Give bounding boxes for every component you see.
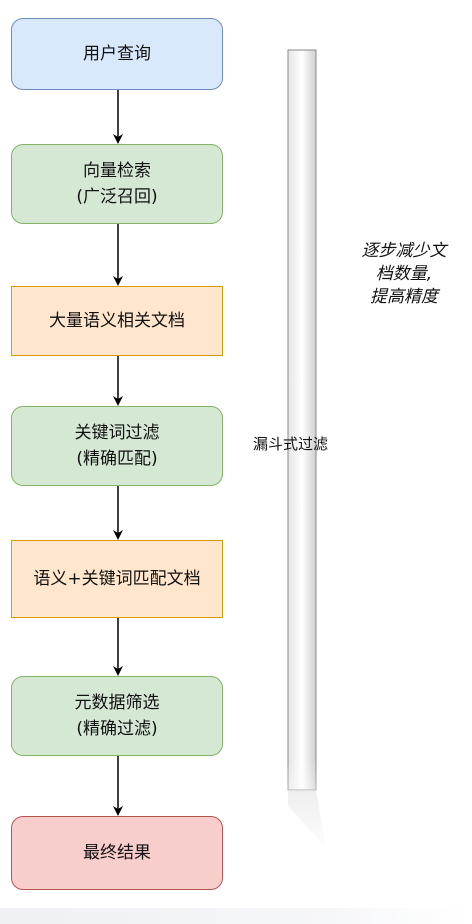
- node-keyword-filter-line-2: (精确匹配): [76, 449, 158, 469]
- node-keyword-filter: 关键词过滤 (精确匹配): [11, 406, 223, 486]
- side-note: 逐步减少文 档数量, 提高精度: [340, 240, 468, 309]
- node-semantic-docs-line-1: 大量语义相关文档: [49, 311, 185, 331]
- node-metadata-filter-line-2: (精确过滤): [76, 719, 158, 739]
- node-semantic-docs: 大量语义相关文档: [11, 286, 223, 356]
- side-note-line-2: 档数量,: [375, 264, 433, 284]
- funnel-label: 漏斗式过滤: [253, 435, 329, 453]
- node-vector-search-line-1: 向量检索: [83, 161, 151, 181]
- node-metadata-filter-line-1: 元数据筛选: [74, 693, 160, 713]
- node-final-result: 最终结果: [11, 816, 223, 890]
- node-keyword-filter-line-1: 关键词过滤: [74, 423, 160, 443]
- node-hybrid-docs: 语义+关键词匹配文档: [11, 540, 223, 618]
- node-vector-search: 向量检索 (广泛召回): [11, 144, 223, 224]
- side-note-line-1: 逐步减少文: [361, 241, 447, 261]
- node-metadata-filter: 元数据筛选 (精确过滤): [11, 676, 223, 756]
- funnel-bar: [286, 49, 326, 852]
- node-user-query-line-1: 用户查询: [83, 44, 151, 64]
- node-user-query: 用户查询: [11, 18, 223, 90]
- node-hybrid-docs-line-1: 语义+关键词匹配文档: [33, 569, 201, 589]
- node-final-result-line-1: 最终结果: [83, 843, 151, 863]
- bottom-strip: [0, 908, 472, 924]
- side-note-line-3: 提高精度: [370, 287, 438, 307]
- node-vector-search-line-2: (广泛召回): [76, 187, 158, 207]
